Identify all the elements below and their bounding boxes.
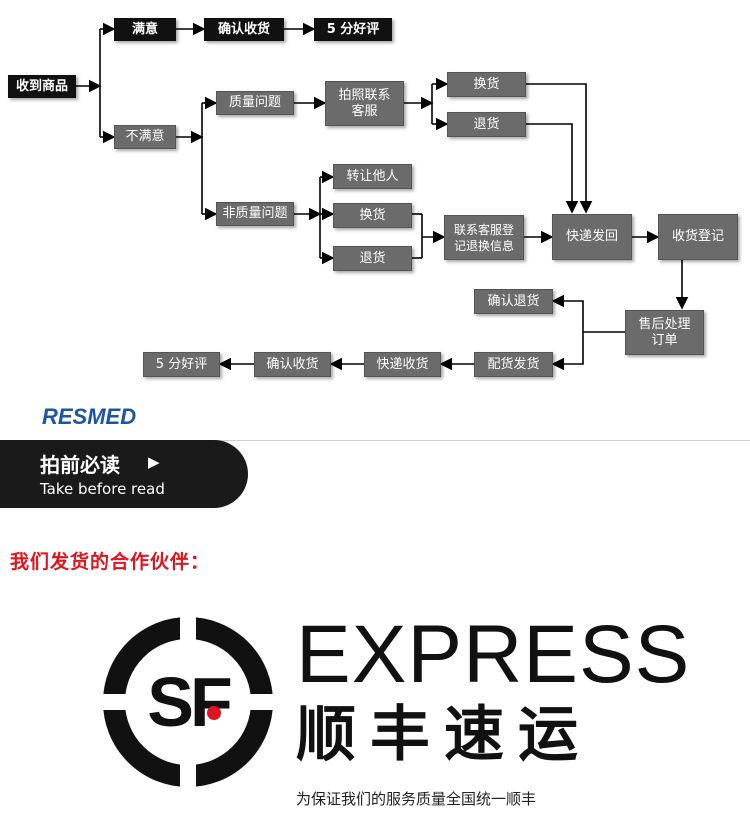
- banner-title-cn: 拍前必读: [40, 453, 120, 477]
- node-transfer-label: 转让他人: [346, 168, 399, 184]
- node-final-review-label: 5 分好评: [155, 356, 208, 372]
- node-receive-register: 收货登记: [658, 214, 738, 260]
- resmed-logo: RESMED: [42, 404, 136, 430]
- node-after-sales: 售后处理订单: [625, 310, 704, 355]
- node-quality-issue-label: 质量问题: [228, 95, 281, 110]
- node-confirm-refund: 确认退货: [474, 289, 553, 314]
- banner-title-en: Take before read: [40, 480, 165, 498]
- node-register-info-line2: 记退换信息: [453, 238, 514, 253]
- node-express-send-label: 快递发回: [565, 229, 618, 244]
- node-after-sales-line2: 订单: [651, 332, 678, 348]
- node-satisfied-label: 满意: [131, 21, 158, 37]
- node-confirm-refund-label: 确认退货: [487, 293, 540, 309]
- node-final-review: 5 分好评: [143, 352, 220, 377]
- take-before-read-banner: 拍前必读 ▶ Take before read: [0, 440, 750, 510]
- node-unsatisfied: 不满意: [114, 125, 176, 149]
- node-receive-register-label: 收货登记: [671, 229, 724, 244]
- node-dispatch-label: 配货发货: [487, 356, 540, 372]
- sf-express-wordmark: EXPRESS: [296, 609, 691, 700]
- node-exchange-top: 换货: [447, 72, 526, 97]
- sf-chinese-name: 顺丰速运: [296, 700, 592, 770]
- node-exchange-top-label: 换货: [473, 76, 500, 92]
- node-transfer: 转让他人: [333, 164, 412, 189]
- node-satisfied-confirm: 确认收货: [204, 18, 284, 41]
- node-register-info-line1: 联系客服登: [453, 222, 514, 237]
- node-non-quality-issue-label: 非质量问题: [222, 206, 288, 221]
- flowchart-connectors: [76, 22, 689, 371]
- node-quality-issue: 质量问题: [216, 91, 294, 115]
- node-express-receive-label: 快递收货: [376, 356, 429, 372]
- node-photo-contact-line1: 拍照联系: [338, 87, 391, 103]
- node-satisfied-review: 5 分好评: [314, 18, 392, 41]
- node-received-label: 收到商品: [15, 78, 68, 94]
- node-after-sales-line1: 售后处理: [638, 316, 691, 332]
- node-final-confirm-label: 确认收货: [266, 356, 319, 372]
- partner-title: 我们发货的合作伙伴：: [10, 551, 211, 573]
- node-dispatch: 配货发货: [474, 352, 553, 377]
- node-photo-contact: 拍照联系客服: [325, 81, 404, 126]
- node-satisfied-confirm-label: 确认收货: [217, 21, 270, 37]
- node-express-send: 快递发回: [552, 214, 632, 260]
- resmed-logo-text: RESMED: [42, 404, 137, 429]
- node-satisfied-review-label: 5 分好评: [326, 21, 380, 37]
- play-arrow-icon: ▶: [148, 453, 160, 471]
- node-return-mid: 退货: [333, 246, 412, 271]
- node-exchange-mid: 换货: [333, 203, 412, 228]
- sf-express-logo-icon: SF: [96, 612, 280, 792]
- node-photo-contact-line2: 客服: [351, 103, 378, 119]
- node-unsatisfied-label: 不满意: [125, 129, 165, 144]
- node-return-top: 退货: [447, 112, 526, 137]
- node-register-info: 联系客服登记退换信息: [444, 215, 524, 260]
- svg-text:SF: SF: [147, 663, 231, 741]
- banner-background: [0, 440, 248, 508]
- node-exchange-mid-label: 换货: [359, 207, 386, 223]
- sf-slogan: 为保证我们的服务质量全国统一顺丰: [296, 790, 537, 808]
- node-received: 收到商品: [8, 75, 76, 98]
- node-express-receive: 快递收货: [364, 352, 441, 377]
- node-satisfied: 满意: [114, 18, 176, 41]
- node-return-top-label: 退货: [473, 116, 500, 132]
- node-non-quality-issue: 非质量问题: [216, 202, 294, 226]
- banner-divider: [0, 440, 750, 441]
- node-final-confirm: 确认收货: [254, 352, 331, 377]
- node-return-mid-label: 退货: [359, 250, 386, 266]
